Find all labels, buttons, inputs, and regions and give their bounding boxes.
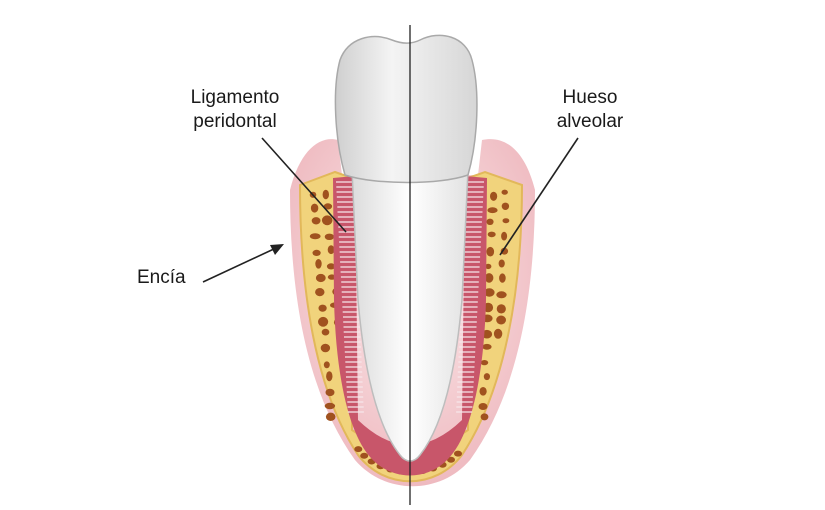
bone-cell <box>480 360 489 366</box>
bone-cell <box>310 203 319 213</box>
bone-cell <box>482 343 492 350</box>
bone-cell <box>325 388 335 397</box>
bone-cell <box>309 233 321 240</box>
bone-cell <box>360 452 369 459</box>
bone-cell <box>315 288 325 297</box>
bone-cell <box>493 328 503 339</box>
bone-cell <box>501 202 510 210</box>
label-ligamento-line2: peridontal <box>193 111 277 132</box>
bone-cell <box>327 245 335 255</box>
bone-cell <box>447 456 455 463</box>
bone-cell <box>501 231 508 241</box>
bone-cell <box>312 249 321 256</box>
label-ligamento-periodontal: Ligamento peridontal <box>160 86 310 134</box>
bone-cell <box>354 446 363 453</box>
bone-cell <box>324 233 335 240</box>
bone-cell <box>496 304 506 314</box>
label-hueso-line2: alveolar <box>556 111 624 132</box>
bone-cell <box>496 291 507 299</box>
bone-cell <box>321 215 333 226</box>
bone-cell <box>490 191 498 201</box>
label-hueso-line1: Hueso <box>562 87 618 108</box>
bone-cell <box>478 403 488 410</box>
bone-cell <box>315 259 322 269</box>
bone-cell <box>500 247 509 255</box>
bone-cell <box>320 343 331 353</box>
label-hueso-alveolar: Hueso alveolar <box>535 86 645 134</box>
bone-cell <box>454 450 462 457</box>
bone-cell <box>498 259 505 268</box>
bone-cell <box>487 207 498 214</box>
bone-cell <box>480 413 489 421</box>
bone-cell <box>484 288 495 297</box>
bone-cell <box>487 231 496 238</box>
bone-cell <box>311 217 321 225</box>
ligamento-pointer <box>261 137 347 233</box>
bone-cell <box>496 315 506 325</box>
bone-cell <box>485 263 492 270</box>
bone-cell <box>323 203 333 210</box>
bone-cell <box>323 361 330 369</box>
bone-cell <box>318 304 327 312</box>
label-ligamento-line1: Ligamento <box>190 87 280 108</box>
bone-cell <box>479 387 487 396</box>
bone-cell <box>502 218 510 224</box>
bone-cell <box>315 273 326 283</box>
bone-cell <box>486 246 495 257</box>
bone-cell <box>499 273 506 283</box>
bone-cell <box>486 218 494 225</box>
bone-cell <box>318 316 329 327</box>
bone-cell <box>324 402 336 410</box>
bone-cell <box>321 328 330 336</box>
bone-cell <box>322 189 329 200</box>
label-encia: Encía <box>137 267 186 288</box>
bone-cell <box>326 371 333 382</box>
hueso-pointer <box>499 137 579 256</box>
ligament-fibers <box>336 181 484 413</box>
bone-cell <box>501 189 508 195</box>
bone-cell <box>325 412 336 421</box>
tooth-crown <box>334 34 478 184</box>
periodontal-ligament <box>333 176 487 476</box>
encia-pointer-line <box>202 247 277 283</box>
encia-arrowhead <box>270 244 284 255</box>
bone-cell <box>484 273 494 283</box>
bone-cell <box>326 263 336 270</box>
bone-cell <box>483 373 490 381</box>
